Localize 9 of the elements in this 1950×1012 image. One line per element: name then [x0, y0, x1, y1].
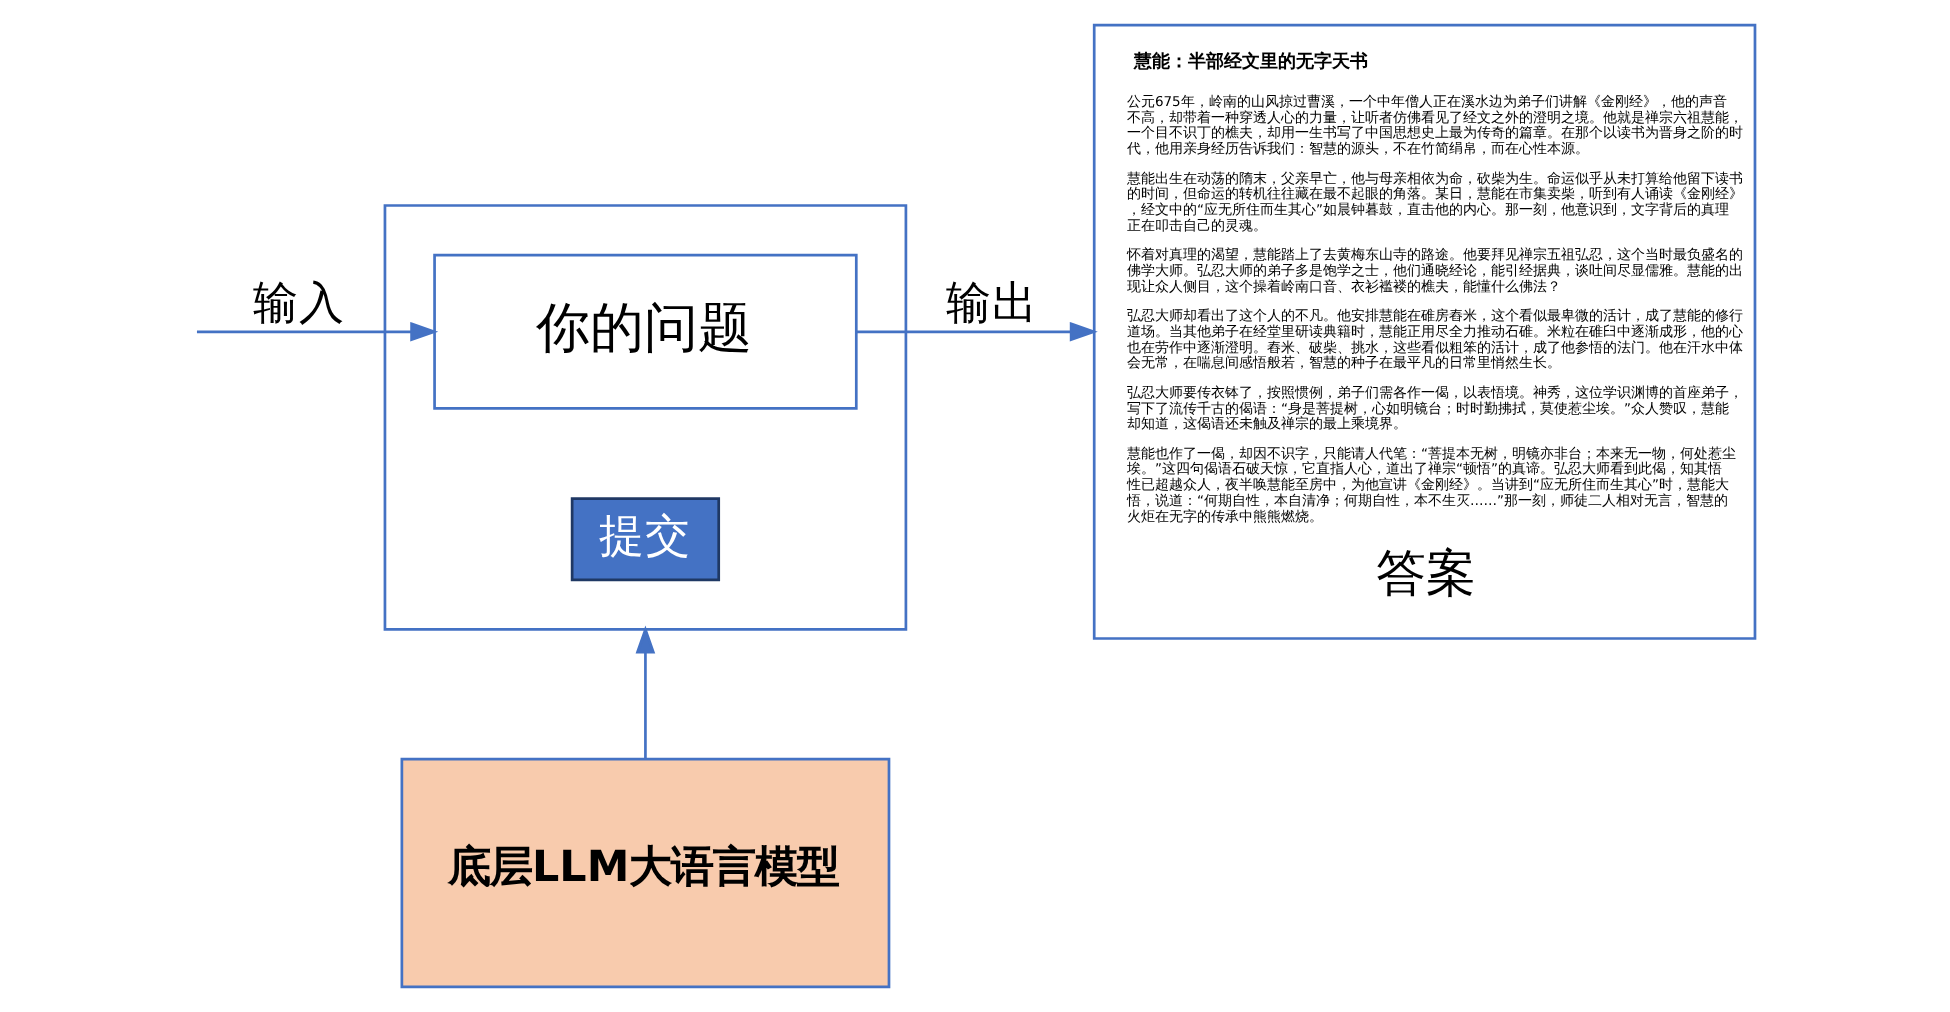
node-box: 你的问题 [433, 253, 858, 410]
cluster [383, 204, 908, 631]
arrow [635, 625, 656, 759]
edge-label: 输入 [253, 278, 346, 331]
node-box: 底层LLM大语言模型 [400, 757, 891, 989]
node-box: 提交 [570, 497, 721, 582]
edge-label: 输出 [945, 278, 1038, 331]
arrow [196, 321, 439, 342]
arrow [856, 321, 1098, 342]
